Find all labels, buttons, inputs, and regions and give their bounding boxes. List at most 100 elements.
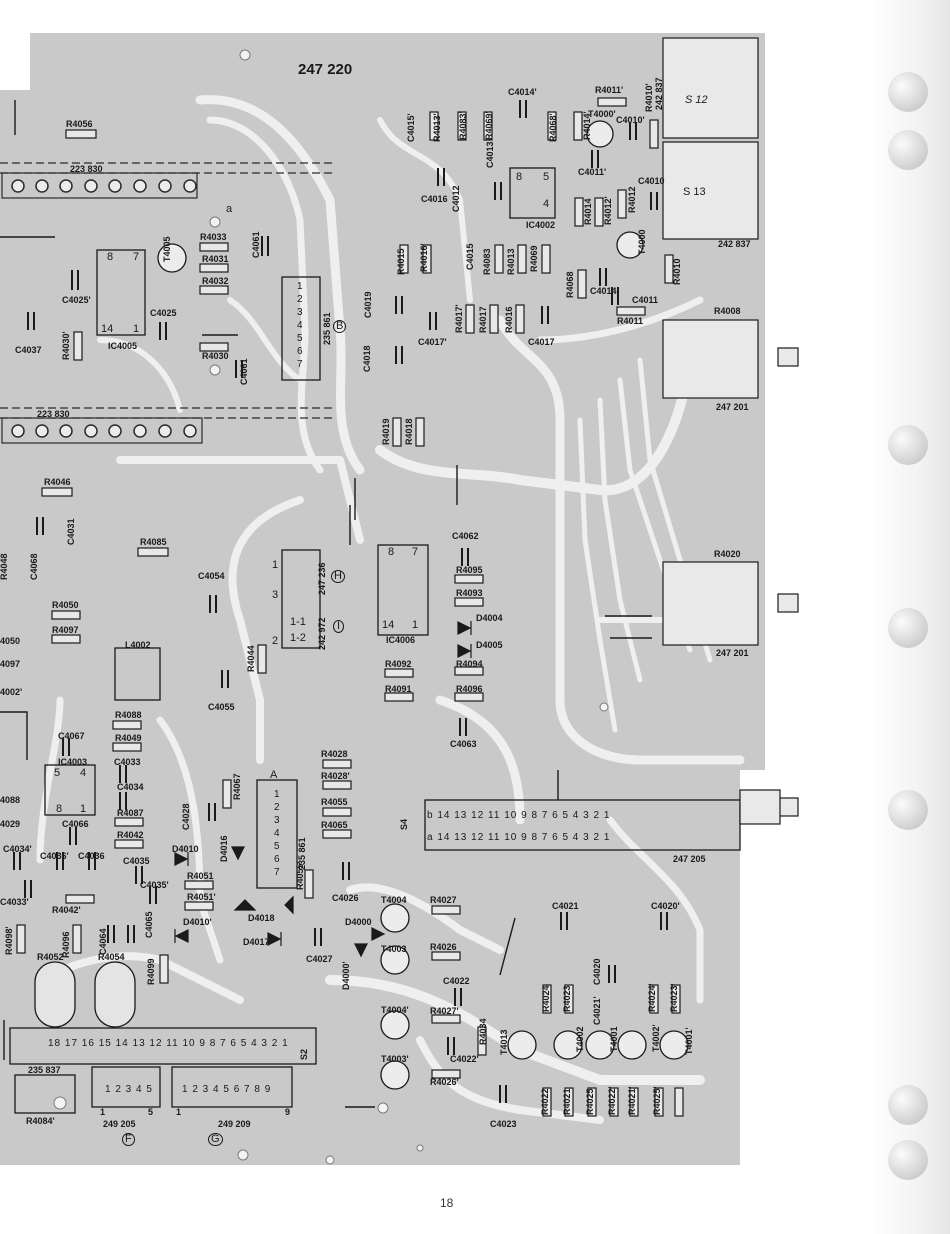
resistor-label: R4096	[456, 684, 483, 694]
diode-label: D4005	[476, 640, 503, 650]
resistor-label: R4030'	[61, 331, 71, 360]
pin-number: 7	[297, 359, 304, 370]
resistor-label: R4032	[202, 276, 229, 286]
binder-hole	[888, 1140, 928, 1180]
resistor-label: R4020	[714, 549, 741, 559]
capacitor-label: C4010	[638, 176, 665, 186]
resistor-label: R4052	[37, 952, 64, 962]
resistor-label: R4083	[482, 248, 492, 275]
resistor-label: R4013'	[432, 113, 442, 142]
resistor-label: R4008	[714, 306, 741, 316]
header-223830	[0, 162, 335, 444]
diode-label: D4000'	[341, 961, 351, 990]
switch-label: S4	[399, 818, 409, 830]
resistor-label: R4022	[540, 1088, 550, 1115]
resistor-label: R4056	[66, 119, 93, 129]
pin-marker: 5	[543, 171, 550, 183]
resistor-label: 4050	[0, 636, 21, 646]
pin-number: 3	[297, 307, 304, 318]
connector-label: 249 209	[218, 1119, 251, 1129]
capacitor-label: C4034	[117, 782, 144, 792]
capacitor-label: C4018	[362, 345, 372, 372]
resistor-label: R4042	[117, 830, 144, 840]
capacitor-label: C4033	[114, 757, 141, 767]
connector-label: 249 205	[103, 1119, 136, 1129]
pin-number: 5	[297, 333, 304, 344]
connector-label: 223 830	[37, 409, 70, 419]
capacitor-label: C4028	[181, 803, 191, 830]
pin-row-249205: 1 2 3 4 5	[105, 1084, 153, 1095]
capacitor-label: C4068	[29, 553, 39, 580]
reference-marker-i: I	[333, 620, 345, 633]
transistor-label: T4000'	[588, 109, 616, 119]
transistor-label: T4002'	[651, 1024, 661, 1052]
resistor-label: R4026	[430, 942, 457, 952]
capacitor-label: C4013	[485, 141, 495, 168]
pin-marker: 2	[272, 635, 279, 647]
pin-marker: 8	[56, 803, 63, 815]
capacitor-label: C4035'	[140, 880, 169, 890]
resistor-label: R4083'	[458, 111, 468, 140]
resistor-label: R4026'	[430, 1077, 459, 1087]
pin-marker: 7	[412, 546, 419, 558]
capacitor-label: C4016	[421, 194, 448, 204]
resistor-label: R4051'	[187, 892, 216, 902]
switch-label: S2	[299, 1048, 309, 1060]
resistor-label: R4019	[381, 418, 391, 445]
ic-label: IC4003	[58, 757, 88, 767]
resistor-label: R4018	[404, 418, 414, 445]
pin-marker: 9	[285, 1107, 291, 1117]
resistor-label: R4050	[52, 600, 79, 610]
transistor-label: T4004'	[381, 1005, 409, 1015]
connector-label: 242 837	[654, 77, 664, 110]
capacitor-label: C4031	[66, 518, 76, 545]
resistor-label: R4048	[0, 553, 9, 580]
resistor-label: R4010'	[644, 83, 654, 112]
jack-sockets	[662, 37, 799, 825]
resistor-label: R4025'	[652, 1086, 662, 1115]
capacitor-label: C4063	[450, 739, 477, 749]
transistor-label: T4001	[609, 1026, 619, 1052]
resistor-label: R4028'	[321, 771, 350, 781]
resistor-label: R4055	[321, 797, 348, 807]
resistor-label: R4022'	[607, 1086, 617, 1115]
capacitor-label: C4014	[590, 286, 617, 296]
pin-number: 1	[274, 789, 281, 800]
pin-number: 3	[274, 815, 281, 826]
resistor-label: R4069	[529, 245, 539, 272]
capacitor-label: C4021	[552, 901, 579, 911]
connector-label: 247 236	[317, 562, 327, 595]
pin-marker: 7	[133, 251, 140, 263]
resistor-label: R4023	[562, 985, 572, 1012]
pin-row-s4-a: a 14 13 12 11 10 9 8 7 6 5 4 3 2 1	[427, 832, 611, 843]
pin-marker: 1-1	[290, 616, 306, 628]
capacitor-label: C4015'	[406, 113, 416, 142]
diode-label: D4017	[243, 937, 270, 947]
resistor-label: R4067	[232, 773, 242, 800]
connector-label: 242 837	[718, 239, 751, 249]
pin-marker: 8	[107, 251, 114, 263]
resistor-label: R4049	[115, 733, 142, 743]
capacitor-label: C4055	[208, 702, 235, 712]
binder-hole	[888, 1085, 928, 1125]
resistor-label: R4085	[140, 537, 167, 547]
resistor-label: R4091	[385, 684, 412, 694]
pin-marker: 1	[100, 1107, 106, 1117]
resistor-label: R4021'	[627, 1086, 637, 1115]
resistor-label: R4011	[617, 316, 644, 326]
resistor-label: R4010	[672, 258, 682, 285]
pin-row-s2: 18 17 16 15 14 13 12 11 10 9 8 7 6 5 4 3…	[48, 1038, 289, 1049]
capacitor-plates	[13, 100, 668, 1103]
resistor-label: R4088	[115, 710, 142, 720]
resistor-label: R4011'	[595, 85, 624, 95]
resistor-label: R4099	[146, 958, 156, 985]
resistor-label: R4054	[98, 952, 125, 962]
resistor-label: 4097	[0, 659, 21, 669]
capacitor-label: C4015	[465, 243, 475, 270]
resistor-label: R4030	[202, 351, 229, 361]
resistor-label: R4027'	[430, 1006, 459, 1016]
binder-hole	[888, 425, 928, 465]
resistor-label: R4055'	[295, 861, 305, 890]
pin-marker: 8	[388, 546, 395, 558]
reference-marker-b: B	[333, 320, 347, 333]
